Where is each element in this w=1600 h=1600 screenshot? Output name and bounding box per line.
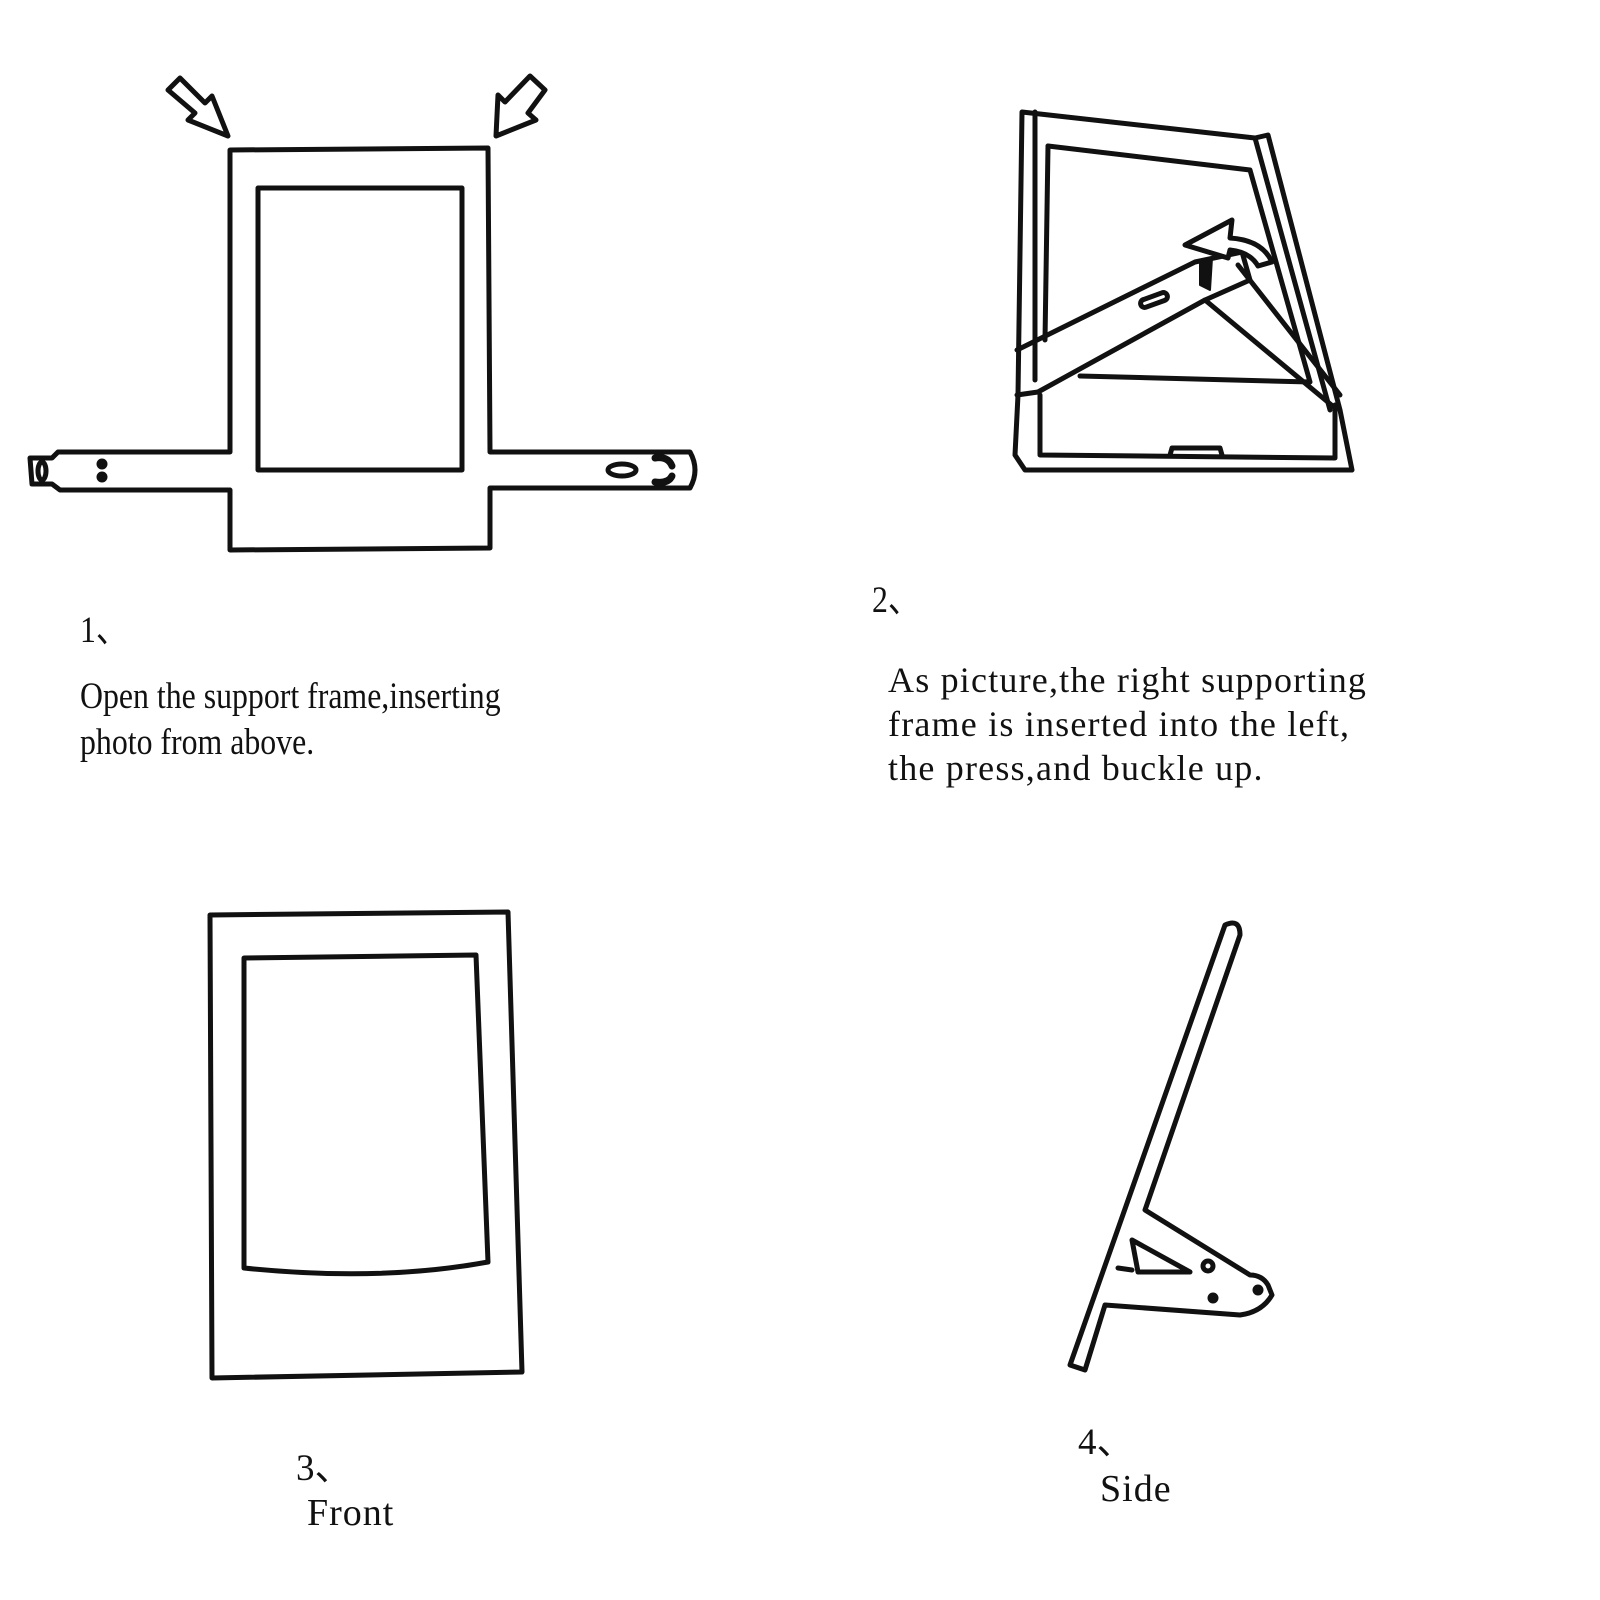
step2-number: 2、 bbox=[872, 580, 920, 621]
step4-caption: Side bbox=[1100, 1468, 1172, 1510]
step3-front-illustration bbox=[207, 909, 525, 1381]
down-arrow-left-icon bbox=[165, 75, 231, 139]
step2-text-line3: the press,and buckle up. bbox=[888, 748, 1264, 788]
rotate-arrow-icon bbox=[1182, 217, 1275, 269]
step2-text-line2: frame is inserted into the left, bbox=[888, 704, 1351, 744]
step1-text-line1: Open the support frame,inserting bbox=[80, 676, 501, 717]
step1-open-frame-illustration bbox=[27, 73, 698, 553]
step3-number: 3、 bbox=[296, 1448, 352, 1489]
step2-buckle-illustration bbox=[1012, 109, 1355, 473]
step4-number: 4、 bbox=[1078, 1422, 1134, 1463]
step1-number: 1、 bbox=[80, 610, 128, 651]
down-arrow-right-icon bbox=[493, 73, 548, 139]
step2-text-line1: As picture,the right supporting bbox=[888, 660, 1368, 700]
photo-window bbox=[255, 185, 465, 473]
step3-caption: Front bbox=[307, 1492, 395, 1534]
step4-side-illustration bbox=[1067, 920, 1275, 1373]
frame-outer bbox=[27, 145, 698, 553]
step1-text-line2: photo from above. bbox=[80, 722, 315, 763]
